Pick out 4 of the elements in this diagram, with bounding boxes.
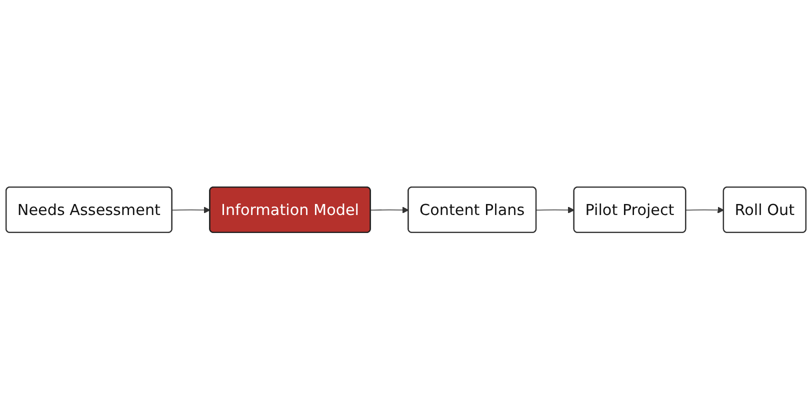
arrow bbox=[370, 206, 409, 214]
arrow bbox=[686, 206, 724, 214]
arrow bbox=[536, 206, 575, 214]
arrow bbox=[172, 206, 210, 214]
